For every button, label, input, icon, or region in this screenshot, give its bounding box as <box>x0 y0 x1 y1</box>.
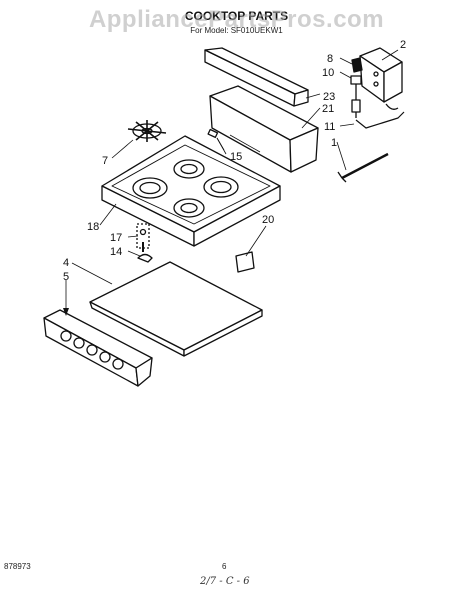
part-element-wire <box>337 152 389 183</box>
callout-1: 1 <box>331 137 337 149</box>
part-trim-strip <box>204 47 309 107</box>
part-terminal-block <box>359 47 403 110</box>
part-label-plate <box>235 251 255 273</box>
burner-openings <box>132 159 239 218</box>
watermark: AppliancePartsPros.com <box>88 6 385 33</box>
callout-18: 18 <box>87 221 99 233</box>
callout-11: 11 <box>324 121 335 133</box>
callout-numbers: 2 8 10 23 21 11 1 15 7 18 17 14 20 4 5 <box>63 39 406 283</box>
callout-21: 21 <box>322 103 334 115</box>
callout-20: 20 <box>262 214 274 226</box>
doc-number: 878973 <box>4 562 31 571</box>
part-backguard <box>209 85 319 173</box>
callout-14: 14 <box>110 246 122 258</box>
model-subtitle: For Model: SF010UEKW1 <box>190 26 283 35</box>
callout-10: 10 <box>322 67 334 79</box>
callout-4: 4 <box>63 257 69 269</box>
diagram-title: COOKTOP PARTS <box>184 9 289 23</box>
callout-23: 23 <box>323 91 335 103</box>
page-number: 6 <box>222 562 227 571</box>
callout-5: 5 <box>63 271 69 283</box>
part-tray <box>89 261 263 357</box>
leader-lines <box>65 49 399 312</box>
callout-2: 2 <box>400 39 406 51</box>
callout-8: 8 <box>327 53 333 65</box>
part-control-panel <box>43 309 153 387</box>
callout-17: 17 <box>110 232 122 244</box>
part-hinge-screw <box>136 223 153 263</box>
callout-15: 15 <box>230 151 242 163</box>
control-knobs <box>60 330 124 370</box>
part-switch-knob <box>350 57 405 129</box>
arrowhead-5 <box>63 308 69 316</box>
part-cooktop <box>101 135 281 247</box>
part-burner-grate <box>127 120 167 142</box>
handwritten-note: 2/7 - C - 6 <box>200 576 250 587</box>
callout-7: 7 <box>102 155 108 167</box>
